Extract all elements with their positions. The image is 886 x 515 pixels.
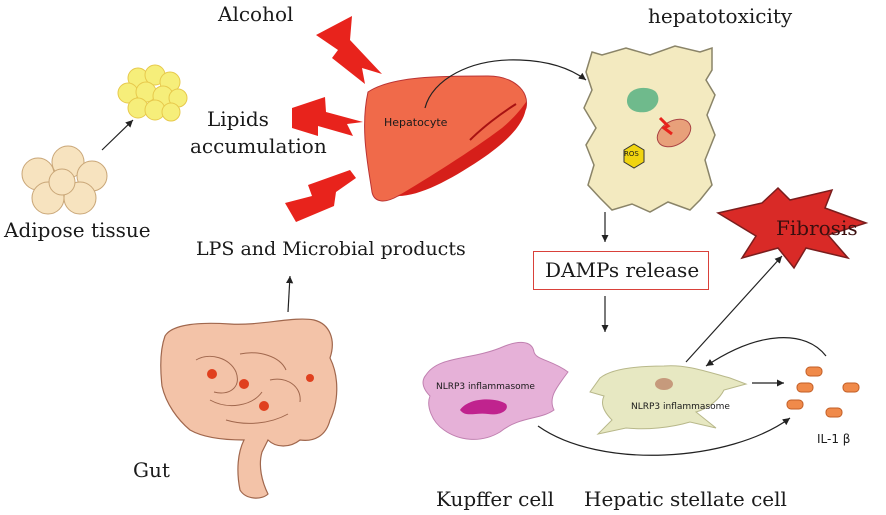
- lipids-lightning-icon: [292, 97, 363, 136]
- hepatocyte-label: Hepatocyte: [384, 116, 448, 129]
- il1b-label: IL-1 β: [817, 432, 851, 446]
- fibrosis-label: Fibrosis: [776, 216, 858, 240]
- lps-label: LPS and Microbial products: [196, 238, 466, 260]
- hepatocyte-cell-icon: [583, 45, 716, 213]
- lipids-label-line1: Lipids: [207, 107, 269, 131]
- alcohol-lightning-icon: [316, 16, 382, 84]
- arrow-hepatocyte-to-hepatotoxicity: [424, 59, 587, 109]
- kupffer-cell-label: Kupffer cell: [436, 487, 554, 511]
- damps-release-box: [533, 251, 709, 290]
- arrow-stellate-to-fibrosis: [685, 255, 783, 363]
- gut-label: Gut: [133, 458, 170, 482]
- il1b-cytokines-icon: [786, 366, 860, 418]
- arrow-kupffer-to-il1b: [537, 417, 791, 456]
- alcohol-label: Alcohol: [218, 2, 294, 26]
- lipids-label-line2: accumulation: [190, 134, 327, 158]
- ros-label: ROS: [624, 150, 639, 158]
- damps-release-label: DAMPs release: [545, 258, 700, 282]
- lps-lightning-icon: [285, 170, 356, 222]
- lipid-droplets-icon: [117, 64, 188, 122]
- stellate-nlrp3-label: NLRP3 inflammasome: [631, 402, 730, 412]
- adipose-tissue-label: Adipose tissue: [4, 218, 151, 242]
- arrow-gut-to-lps: [286, 275, 294, 313]
- arrow-il1b-to-stellate: [705, 337, 827, 367]
- stellate-cell-icon: [589, 365, 748, 435]
- gut-icon: [160, 318, 338, 499]
- hepatotoxicity-label: hepatotoxicity: [648, 4, 793, 28]
- arrow-adipose-to-lipids: [101, 119, 134, 151]
- hepatic-stellate-cell-label: Hepatic stellate cell: [584, 487, 787, 511]
- liver-icon: [364, 75, 528, 202]
- kupffer-nlrp3-label: NLRP3 inflammasome: [436, 382, 535, 392]
- fibrosis-star-icon: [716, 186, 869, 270]
- adipose-tissue-icon: [21, 145, 108, 215]
- kupffer-cell-icon: [422, 342, 569, 440]
